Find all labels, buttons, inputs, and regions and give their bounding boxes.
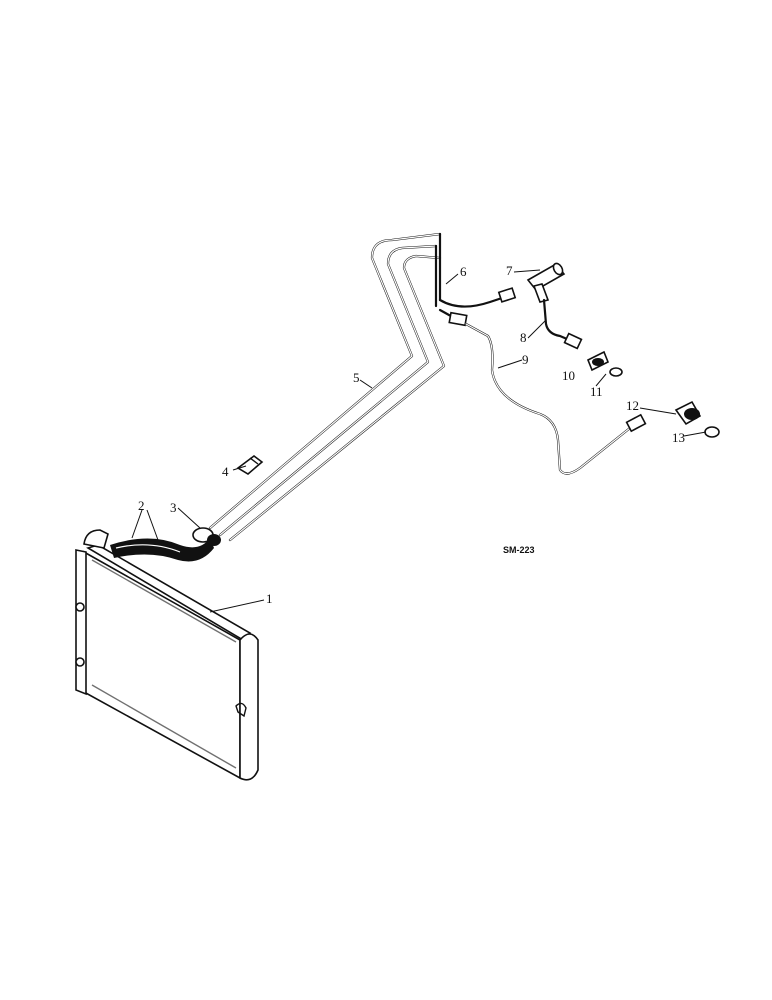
callout-5: 5 [353,370,360,385]
tube-assembly [208,232,446,542]
oil-cooler-core [75,529,259,781]
callout-labels: 1 2 3 4 5 6 7 8 9 10 11 12 13 [138,263,685,606]
callout-1: 1 [266,591,273,606]
adapter-fitting [586,350,610,372]
callout-13: 13 [672,430,685,445]
tee-fitting [526,262,566,303]
leader-lines [131,269,707,613]
o-ring-13 [704,426,720,438]
callout-8: 8 [520,330,527,345]
hose [110,538,214,562]
tube-9 [464,322,647,475]
tube-clip [236,455,264,475]
callout-12: 12 [626,398,639,413]
callout-7: 7 [506,263,513,278]
callout-2: 2 [138,498,145,513]
tube-8 [542,298,583,350]
hose-clamp [192,527,221,546]
figure-reference-code: SM-223 [503,545,535,555]
callout-9: 9 [522,352,529,367]
callout-4: 4 [222,464,229,479]
callout-11: 11 [590,384,603,399]
tube-6 [438,287,517,327]
o-ring-11 [609,367,623,377]
callout-10: 10 [562,368,575,383]
elbow-fitting [674,400,702,426]
callout-3: 3 [170,500,177,515]
callout-6: 6 [460,264,467,279]
